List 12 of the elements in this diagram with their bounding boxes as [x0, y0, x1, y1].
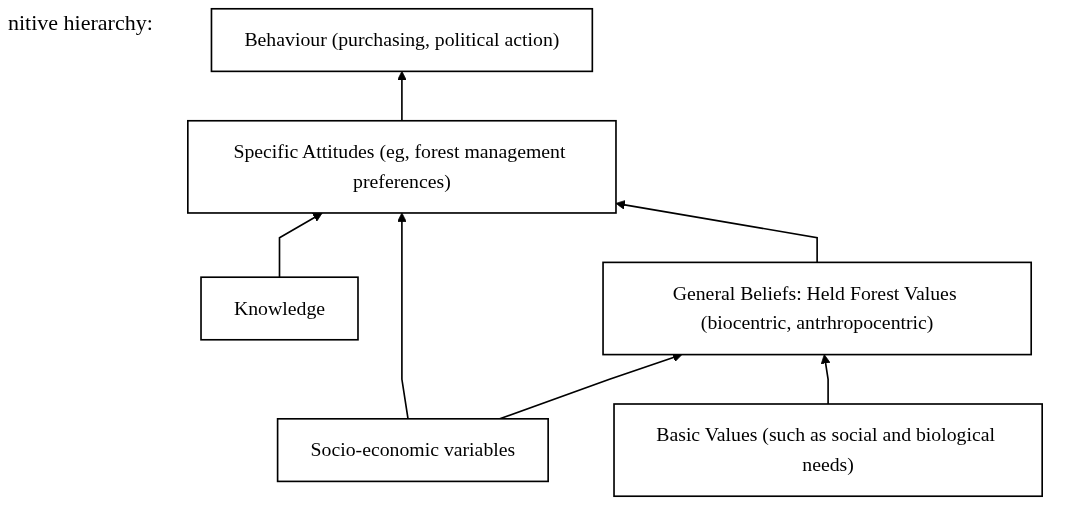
arrow [278, 212, 323, 279]
arrow [615, 200, 818, 264]
node-box: Basic Values (such as social and biological needs) [613, 403, 1043, 498]
node-box: Behaviour (purchasing, political action) [210, 7, 594, 73]
node-box: Knowledge [200, 276, 359, 341]
node-box: Specific Attitudes (eg, forest management preferences) [187, 119, 617, 214]
node-box: Socio-economic variables [276, 418, 549, 483]
arrow [397, 70, 407, 122]
arrow [397, 212, 409, 420]
diagram-title: nitive hierarchy: [8, 10, 153, 36]
node-box: General Beliefs: Held Forest Values (biocentric, antrhropocentric) [602, 261, 1033, 356]
arrow [820, 354, 831, 405]
